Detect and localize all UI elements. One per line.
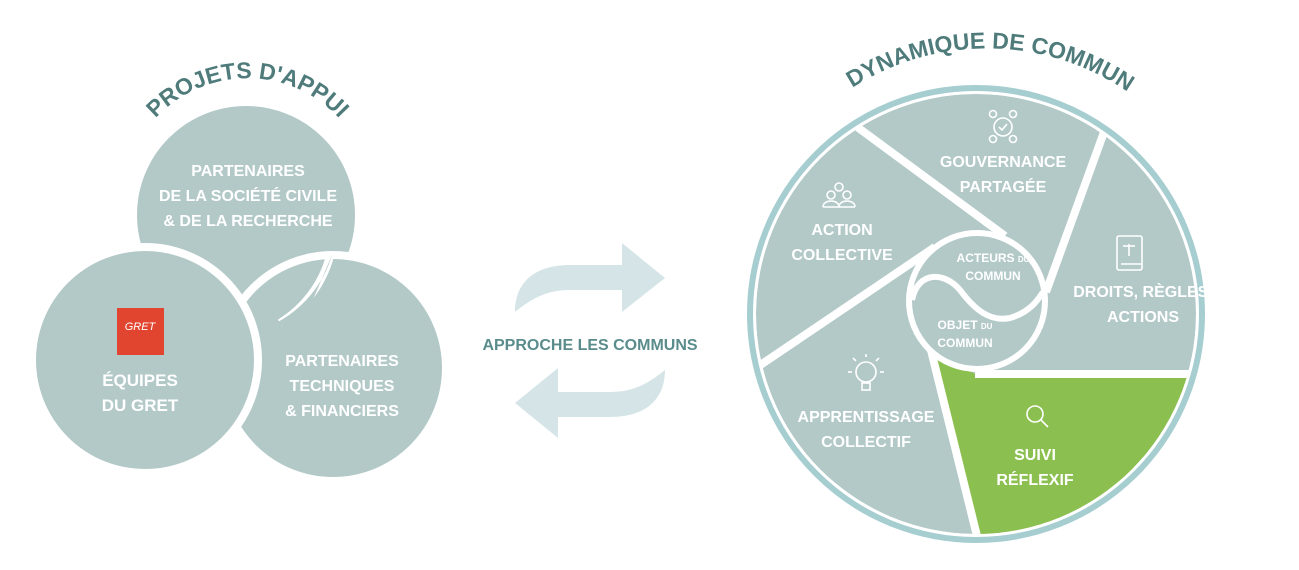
text-line: & DE LA RECHERCHE — [163, 213, 333, 230]
magnifier-icon — [1026, 405, 1049, 428]
segment-dividers — [756, 108, 1196, 534]
svg-text:ACTEURS DU: ACTEURS DU — [957, 251, 1030, 265]
segment-droits-regles-actions[interactable]: DROITS, RÈGLES, ACTIONS — [1073, 235, 1213, 326]
text-line: ACTION — [811, 222, 872, 239]
svg-text:OBJET DU: OBJET DU — [938, 318, 993, 332]
segment-apprentissage-collectif[interactable]: APPRENTISSAGE COLLECTIF — [798, 354, 935, 451]
text-line: TECHNIQUES — [290, 378, 395, 395]
center-objet: OBJET DU COMMUN — [937, 318, 992, 350]
text-line: RÉFLEXIF — [996, 470, 1074, 489]
text-line: ACTIONS — [1107, 309, 1179, 326]
gret-logo-text: GRET — [125, 321, 157, 333]
venn-circles — [28, 98, 450, 485]
arrow-right-icon — [515, 243, 665, 312]
center-acteurs: ACTEURS DU COMMUN — [957, 251, 1030, 283]
svg-text:COMMUN: COMMUN — [937, 336, 992, 350]
lightbulb-puzzle-icon — [848, 354, 884, 391]
text-line: COLLECTIVE — [791, 247, 893, 264]
law-book-icon — [1116, 235, 1143, 271]
text-line: PARTENAIRES — [191, 163, 305, 180]
approach-label: APPROCHE LES COMMUNS — [482, 337, 697, 354]
text-line: PARTENAIRES — [285, 353, 399, 370]
text-line: PARTAGÉE — [960, 177, 1047, 196]
people-network-icon — [988, 109, 1018, 144]
circle-gret-teams — [28, 243, 262, 477]
segment-gouvernance[interactable]: GOUVERNANCE PARTAGÉE — [940, 109, 1067, 197]
center-s-curve — [909, 274, 1046, 322]
text-line: ÉQUIPES — [102, 371, 178, 390]
text-line: APPRENTISSAGE — [798, 409, 935, 426]
text-line: DU GRET — [102, 396, 179, 415]
gret-logo: GRET — [117, 308, 164, 355]
segment-suivi-reflexif[interactable]: SUIVI RÉFLEXIF — [996, 405, 1074, 489]
svg-text:COMMUN: COMMUN — [965, 269, 1020, 283]
text-line: DE LA SOCIÉTÉ CIVILE — [159, 186, 337, 205]
text-line: & FINANCIERS — [285, 403, 399, 420]
arrow-left-icon — [515, 368, 665, 438]
text-line: DROITS, RÈGLES, — [1073, 282, 1213, 301]
group-icon — [822, 182, 856, 208]
text-line: GOUVERNANCE — [940, 154, 1067, 171]
civil-society-label: PARTENAIRES DE LA SOCIÉTÉ CIVILE & DE LA… — [159, 163, 337, 230]
center-circle — [906, 230, 1048, 372]
text-line: COLLECTIF — [821, 434, 911, 451]
segment-action-collective[interactable]: ACTION COLLECTIVE — [791, 182, 893, 264]
outer-ring — [747, 85, 1205, 543]
text-line: SUIVI — [1014, 447, 1056, 464]
